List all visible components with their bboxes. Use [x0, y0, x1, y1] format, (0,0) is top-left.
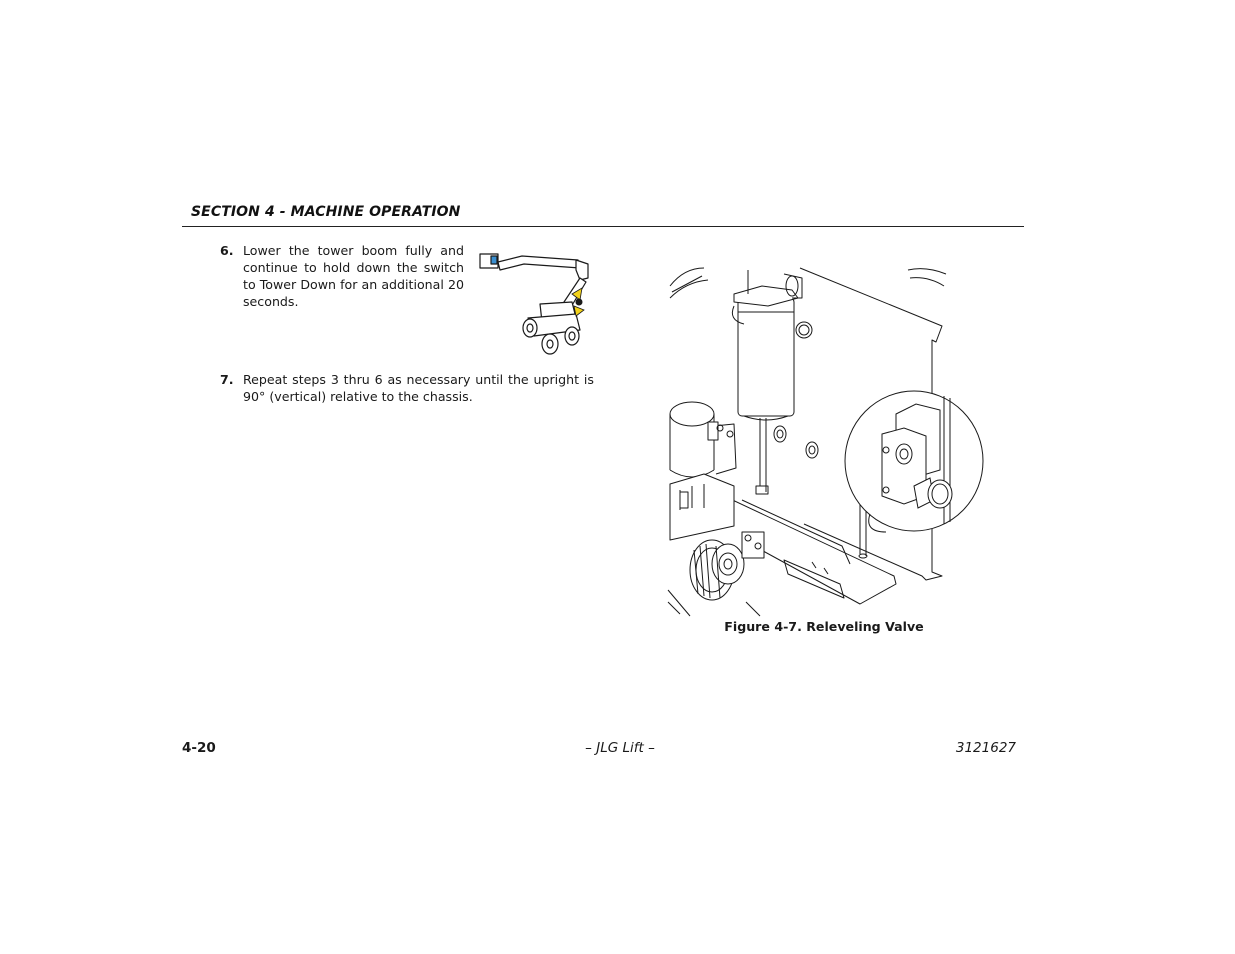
boom-lift-illustration — [476, 248, 598, 356]
page-number: 4-20 — [182, 740, 216, 756]
document-number: 3121627 — [955, 740, 1016, 756]
section-header: SECTION 4 - MACHINE OPERATION — [182, 202, 1024, 227]
figure-caption: Figure 4-7. Releveling Valve — [724, 619, 924, 634]
step-number: 6. — [220, 243, 234, 258]
footer-title: – JLG Lift – — [585, 740, 655, 756]
section-title: SECTION 4 - MACHINE OPERATION — [191, 204, 461, 220]
step-6: 6. Lower the tower boom fully and contin… — [220, 242, 470, 312]
step-text: Lower the tower boom fully and continue … — [243, 243, 464, 309]
step-text: Repeat steps 3 thru 6 as necessary until… — [243, 372, 594, 404]
step-number: 7. — [220, 372, 234, 387]
step-7: 7. Repeat steps 3 thru 6 as necessary un… — [220, 371, 600, 411]
releveling-valve-figure — [664, 264, 994, 620]
